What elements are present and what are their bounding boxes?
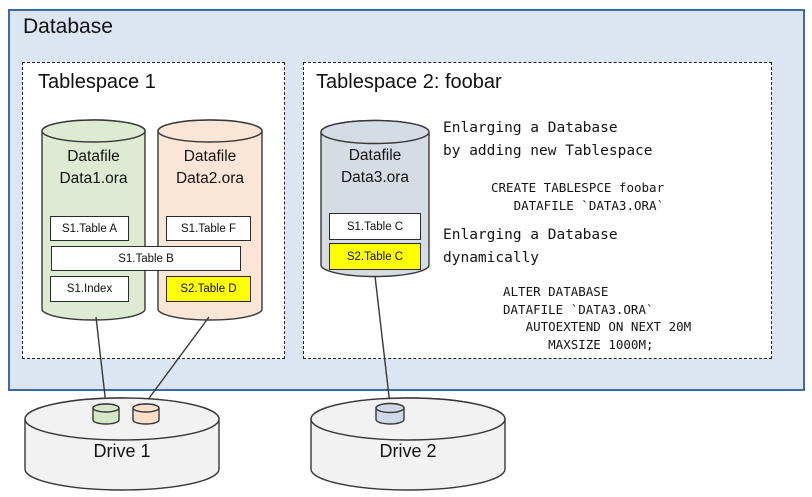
datafile1-chip-icon: [92, 403, 120, 425]
tablespace2-title: Tablespace 2: foobar: [316, 71, 502, 93]
tablespace1-title: Tablespace 1: [38, 71, 156, 93]
tablespace1-container: [22, 62, 285, 359]
drive1-label: Drive 1: [93, 441, 151, 461]
datafile2-filename: Data2.ora: [175, 170, 245, 187]
table-s1-table-a: S1.Table A: [50, 216, 129, 241]
datafile1-filename: Data1.ora: [59, 170, 128, 187]
datafile1-label: Datafile Data1.ora: [42, 146, 145, 190]
table-s1-table-c: S1.Table C: [329, 213, 421, 240]
datafile1-label-word: Datafile: [67, 148, 120, 165]
drive2-label: Drive 2: [379, 441, 437, 461]
code-alter-database: ALTER DATABASE DATAFILE `DATA3.ORA` AUTO…: [503, 284, 692, 352]
code-create-tablespace: CREATE TABLESPCE foobar DATAFILE `DATA3.…: [491, 180, 665, 213]
heading-add-tablespace: Enlarging a Database by adding new Table…: [443, 120, 653, 159]
datafile3-filename: Data3.ora: [340, 169, 410, 186]
datafile2-label: Datafile Data2.ora: [158, 146, 262, 190]
database-title: Database: [23, 15, 113, 38]
datafile3-chip-icon: [375, 402, 405, 425]
table-s2-table-d: S2.Table D: [166, 276, 251, 302]
table-s2-table-c: S2.Table C: [329, 243, 421, 270]
datafile2-label-word: Datafile: [183, 148, 237, 165]
table-s1-table-b: S1.Table B: [51, 246, 241, 271]
table-s1-table-f: S1.Table F: [166, 216, 251, 241]
heading-enlarge-dynamically: Enlarging a Database dynamically: [443, 227, 618, 266]
table-s1-index: S1.Index: [50, 276, 129, 302]
datafile3-label: Datafile Data3.ora: [321, 145, 429, 189]
datafile2-chip-icon: [132, 403, 160, 425]
datafile3-label-word: Datafile: [348, 147, 402, 164]
